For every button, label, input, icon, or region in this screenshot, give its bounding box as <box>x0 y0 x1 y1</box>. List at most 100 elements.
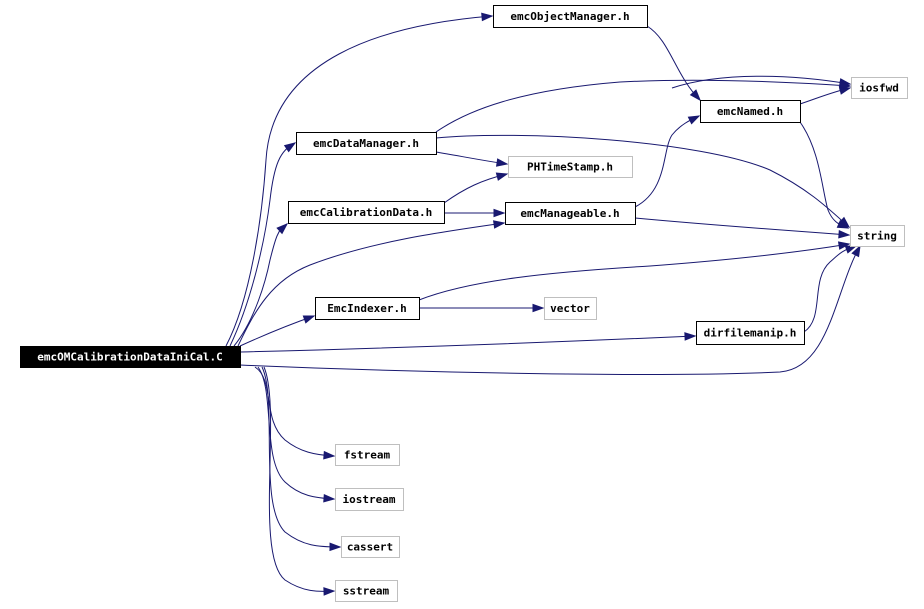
node-label: fstream <box>344 449 391 462</box>
edge-calib-to-manageable <box>444 208 506 218</box>
node-label: emcNamed.h <box>717 105 783 118</box>
edge-arrowhead <box>495 172 509 181</box>
node-box <box>544 297 597 320</box>
edge-arrowhead <box>493 208 506 218</box>
node-box <box>335 444 400 466</box>
edge-arrowhead <box>532 303 545 313</box>
node-manageable[interactable]: emcManageable.h <box>505 202 636 225</box>
edge-objmgr-to-iosfwd <box>671 75 852 89</box>
edge-line <box>257 366 335 500</box>
node-calib[interactable]: emcCalibrationData.h <box>288 201 445 224</box>
node-iosfwd[interactable]: iosfwd <box>851 77 908 99</box>
edge-manageable-to-string <box>634 217 851 239</box>
edge-datamgr-to-phtime <box>435 151 509 167</box>
node-phtime[interactable]: PHTimeStamp.h <box>508 156 633 178</box>
node-label: emcCalibrationData.h <box>300 206 432 219</box>
edge-line <box>263 366 335 592</box>
edge-arrowhead <box>495 158 509 167</box>
node-box <box>335 488 404 511</box>
edge-datamgr-to-string <box>435 134 851 228</box>
node-label: string <box>857 230 897 243</box>
edge-arrowhead <box>689 89 701 102</box>
edge-arrowhead <box>837 241 851 250</box>
edge-line <box>229 142 296 347</box>
node-label: dirfilemanip.h <box>704 327 797 340</box>
node-label: sstream <box>343 585 390 598</box>
node-label: vector <box>550 302 590 315</box>
node-box <box>493 5 648 28</box>
edge-line <box>239 245 861 375</box>
edge-line <box>799 121 849 229</box>
edge-line <box>435 151 508 165</box>
edge-manageable-to-named <box>634 115 701 208</box>
node-dirfile[interactable]: dirfilemanip.h <box>696 321 805 345</box>
edge-arrowhead <box>283 142 297 153</box>
node-sstream[interactable]: sstream <box>335 580 398 602</box>
node-label: cassert <box>347 541 393 554</box>
edge-root-to-objmgr <box>225 12 494 347</box>
edge-line <box>634 115 700 208</box>
node-objmgr[interactable]: emcObjectManager.h <box>493 5 648 28</box>
node-box <box>851 77 908 99</box>
node-box <box>288 201 445 224</box>
edge-arrowhead <box>838 229 851 239</box>
node-layer: emcOMCalibrationDataIniCal.C emcObjectMan… <box>20 5 908 602</box>
node-box <box>335 580 398 602</box>
edge-arrowhead <box>302 315 316 324</box>
node-string[interactable]: string <box>850 225 905 247</box>
node-root[interactable]: emcOMCalibrationDataIniCal.C <box>20 346 241 368</box>
edge-named-to-string <box>799 121 850 229</box>
edge-root-to-indexer <box>239 315 316 347</box>
node-label: iostream <box>343 493 396 506</box>
node-box <box>315 297 420 320</box>
edge-datamgr-to-iosfwd <box>435 79 852 133</box>
edge-arrowhead <box>839 81 852 90</box>
edge-root-to-datamgr <box>229 142 297 347</box>
edge-arrowhead <box>323 587 336 596</box>
node-label: emcObjectManager.h <box>510 10 629 23</box>
edge-root-to-calib <box>233 223 289 347</box>
node-label: iosfwd <box>859 82 899 95</box>
edge-root-to-dirfile <box>239 332 697 353</box>
edge-line <box>225 15 493 347</box>
node-label: emcManageable.h <box>520 207 619 220</box>
node-datamgr[interactable]: emcDataManager.h <box>296 132 437 155</box>
edge-line <box>671 75 851 89</box>
edge-objmgr-to-named <box>646 25 701 102</box>
node-box <box>20 346 241 368</box>
edge-arrowhead <box>851 244 861 258</box>
edge-calib-to-phtime <box>443 172 509 204</box>
edge-root-to-manageable <box>237 220 506 347</box>
node-fstream[interactable]: fstream <box>335 444 400 466</box>
edge-named-to-iosfwd <box>799 86 852 105</box>
node-box <box>700 100 801 123</box>
edge-line <box>261 366 341 548</box>
node-box <box>341 536 400 558</box>
node-indexer[interactable]: EmcIndexer.h <box>315 297 420 320</box>
edge-arrowhead <box>838 216 851 228</box>
edge-arrowhead <box>323 493 336 503</box>
node-cassert[interactable]: cassert <box>341 536 400 558</box>
node-label: emcOMCalibrationDataIniCal.C <box>37 351 222 364</box>
edge-arrowhead <box>687 115 701 125</box>
edge-line <box>803 245 857 333</box>
edge-line <box>418 243 850 301</box>
edge-root-to-iostream <box>257 366 336 503</box>
edge-indexer-to-vector <box>418 303 545 313</box>
edge-arrowhead <box>493 220 506 229</box>
edge-dirfile-to-string <box>803 245 858 333</box>
edge-arrowhead <box>481 12 494 22</box>
edge-indexer-to-string <box>418 241 851 301</box>
edge-line <box>435 79 851 133</box>
edge-line <box>239 335 696 353</box>
edge-root-to-fstream <box>254 366 336 460</box>
edge-line <box>254 366 335 457</box>
edge-line <box>646 25 701 101</box>
node-iostream[interactable]: iostream <box>335 488 404 511</box>
edge-line <box>634 217 850 236</box>
node-vector[interactable]: vector <box>544 297 597 320</box>
node-named[interactable]: emcNamed.h <box>700 100 801 123</box>
edge-root-to-string <box>239 244 861 375</box>
edge-arrowhead <box>276 223 289 235</box>
node-box <box>296 132 437 155</box>
